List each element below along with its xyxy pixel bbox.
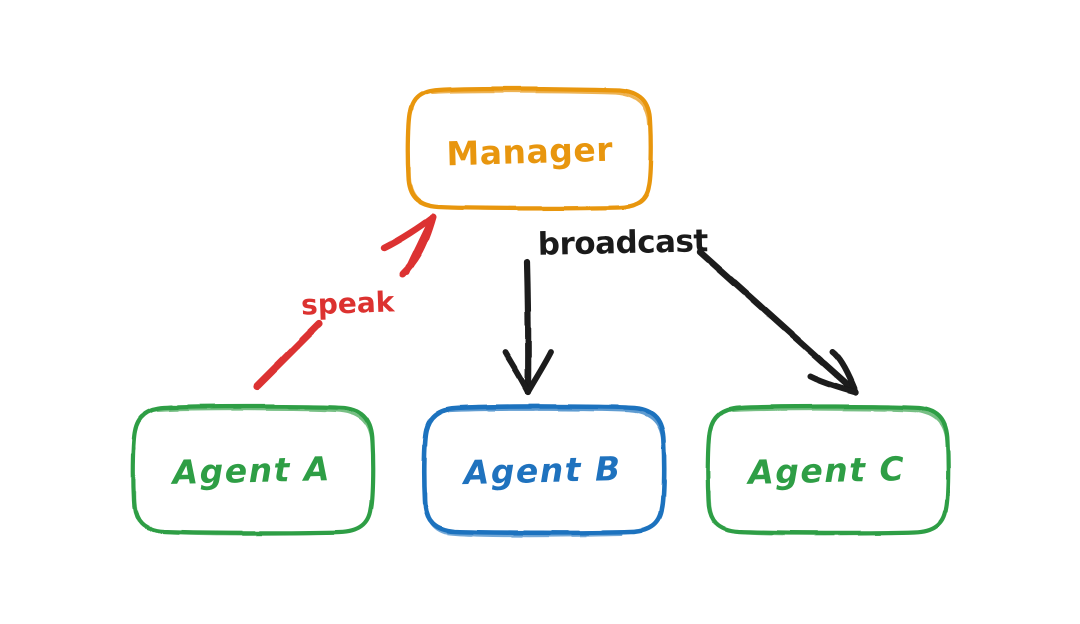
broadcast-edge-label: broadcast [537,223,708,263]
edge-speak[interactable]: speak [253,213,437,390]
agent-c-box-outline [706,404,951,535]
agent-c-label: Agent C [745,449,906,492]
node-manager[interactable]: Manager [405,86,654,211]
node-agent-c[interactable]: Agent C [706,404,951,536]
speak-edge-label: speak [301,285,397,321]
agent-b-label: Agent B [460,449,622,492]
broadcast-b-arrowhead-barb-left [502,349,531,395]
speak-arrow-lower-segment [253,320,323,390]
agent-a-box-outline [131,404,376,535]
broadcast-b-arrowhead-barb-right [525,349,554,395]
edge-broadcast-agent-b[interactable]: broadcast [502,223,709,396]
manager-box-outline [405,86,654,211]
agent-b-box-outline-overstroke-2 [424,492,623,538]
node-agent-b[interactable]: Agent B [421,404,667,538]
broadcast-c-arrowhead-barb-lower [807,373,859,395]
manager-box-outline-overstroke-2 [408,166,594,211]
manager-box-outline-overstroke [430,89,651,126]
agent-b-box-outline-overstroke [447,407,665,446]
agent-c-box-outline-overstroke-2 [708,490,907,536]
manager-label: Manager [446,130,614,174]
speak-arrowhead-barb-lower [404,214,436,275]
broadcast-b-arrow-shaft [523,258,532,396]
broadcast-c-arrow-shaft [696,248,860,396]
edge-broadcast-agent-c[interactable] [696,248,860,396]
agent-c-box-outline-overstroke [731,407,949,446]
agent-a-box-outline-overstroke [156,407,374,446]
agent-a-label: Agent A [169,449,331,492]
node-agent-a[interactable]: Agent A [131,404,376,536]
agent-a-box-outline-overstroke-2 [133,490,332,536]
agent-b-box-outline [421,404,667,536]
broadcast-c-arrowhead-barb-upper [830,349,859,395]
